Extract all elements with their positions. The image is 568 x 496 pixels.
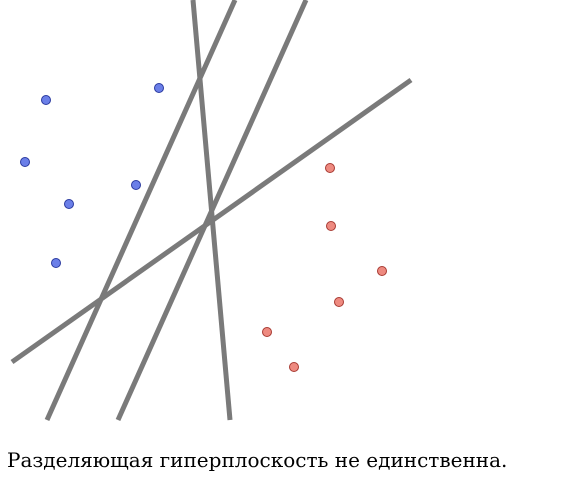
blue-point-3 — [20, 157, 30, 167]
separating-line-3 — [115, 0, 309, 422]
separating-line-4 — [10, 77, 413, 365]
blue-point-1 — [41, 95, 51, 105]
red-point-4 — [334, 297, 344, 307]
red-point-5 — [262, 327, 272, 337]
blue-point-4 — [131, 180, 141, 190]
red-point-3 — [377, 266, 387, 276]
separating-line-2 — [44, 0, 238, 422]
red-point-1 — [325, 163, 335, 173]
blue-point-2 — [154, 83, 164, 93]
blue-point-5 — [64, 199, 74, 209]
figure-caption: Разделяющая гиперплоскость не единственн… — [7, 448, 508, 472]
blue-point-6 — [51, 258, 61, 268]
data-points — [20, 83, 387, 372]
hyperplane-diagram — [10, 0, 413, 422]
separating-lines — [10, 0, 413, 422]
red-point-6 — [289, 362, 299, 372]
red-point-2 — [326, 221, 336, 231]
